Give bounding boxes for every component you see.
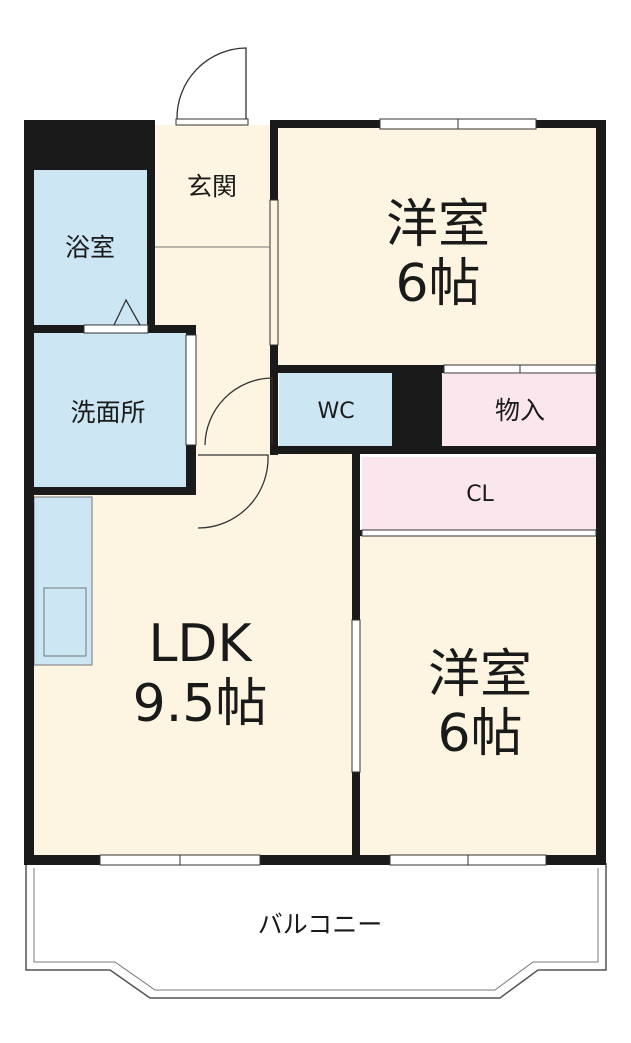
western-room-bottom-area	[358, 533, 602, 857]
ldk-name: LDK	[148, 614, 252, 674]
doors	[113, 47, 273, 529]
western-room-top-size: 6帖	[395, 254, 481, 314]
washroom-label: 洗面所	[70, 398, 146, 427]
western-room-top-name: 洋室	[385, 195, 490, 255]
entrance-label: 玄関	[186, 172, 237, 201]
western-room-bottom-name: 洋室	[427, 645, 532, 705]
bath-label: 浴室	[64, 233, 115, 262]
windows	[83, 118, 597, 866]
closet-area	[362, 457, 597, 530]
wc-area	[279, 372, 392, 447]
balcony-inner-outline	[33, 868, 599, 991]
kitchen-sink	[43, 587, 87, 657]
ldk-size: 9.5帖	[132, 674, 268, 734]
storage-area	[441, 374, 597, 447]
closet-label: CL	[466, 482, 494, 507]
kitchen-counter	[33, 496, 93, 666]
washroom-area	[33, 333, 187, 488]
bath-area	[33, 170, 147, 325]
western-room-top-area	[276, 125, 602, 369]
western-room-bottom-size: 6帖	[437, 704, 523, 764]
balcony-label: バルコニー	[257, 910, 383, 939]
balcony-outline	[25, 863, 607, 999]
storage-label: 物入	[494, 396, 545, 425]
wc-label: WC	[317, 399, 355, 424]
